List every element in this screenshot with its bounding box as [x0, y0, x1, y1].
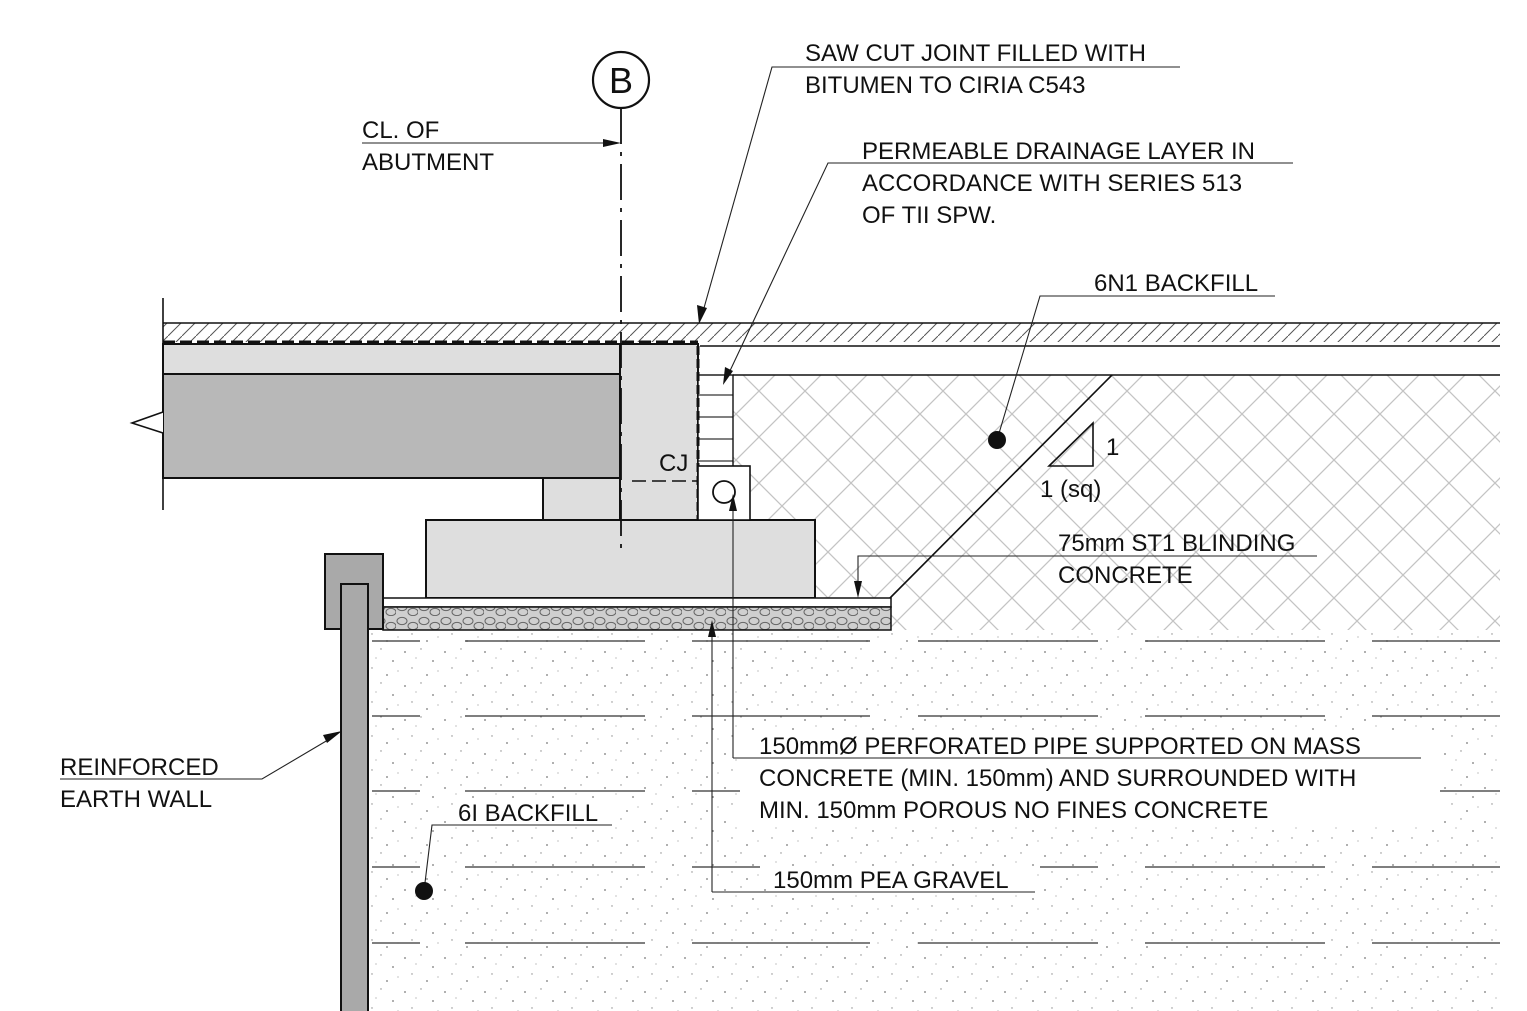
- break-line: [129, 411, 164, 434]
- bridge-deck: [129, 343, 699, 479]
- pea-gravel-label: 150mm PEA GRAVEL: [773, 867, 1009, 894]
- callout-blinding: 75mm ST1 BLINDING CONCRETE: [854, 530, 1317, 598]
- drainage-label-line3: OF TII SPW.: [862, 202, 996, 229]
- backfill-6i-label-mask: [455, 799, 615, 827]
- pipe-label-line1: 150mmØ PERFORATED PIPE SUPPORTED ON MASS: [759, 733, 1361, 760]
- blinding-label-line2: CONCRETE: [1058, 562, 1193, 589]
- drainage-label-line2: ACCORDANCE WITH SERIES 513: [862, 170, 1242, 197]
- drainage-arrow-icon: [723, 367, 733, 385]
- saw-cut-arrow-icon: [697, 305, 707, 324]
- strata-lines: [372, 640, 1500, 944]
- centre-line-arrow-icon: [603, 139, 621, 147]
- ballast-wall: [619, 343, 699, 521]
- drainage-label-line1: PERMEABLE DRAINAGE LAYER IN: [862, 138, 1255, 165]
- re-wall-arrow-icon: [323, 731, 342, 743]
- backfill-6n1-zone: [733, 375, 1500, 630]
- slope-triangle-icon: [1047, 421, 1094, 467]
- grid-bubble-letter: B: [609, 60, 633, 101]
- pea-gravel-arrow-icon: [708, 620, 716, 637]
- pipe-arrow-icon: [729, 494, 737, 511]
- slope-horizontal-label: 1 (sq): [1040, 476, 1101, 503]
- slope-vertical-label: 1: [1106, 434, 1119, 461]
- centre-line: B CL. OF ABUTMENT: [362, 50, 651, 556]
- bearing-plinth: [542, 477, 621, 521]
- backfill-6i-label: 6I BACKFILL: [458, 800, 598, 827]
- blinding-concrete: [382, 597, 892, 608]
- pipe-label-line3: MIN. 150mm POROUS NO FINES CONCRETE: [759, 797, 1268, 824]
- saw-cut-label-line2: BITUMEN TO CIRIA C543: [805, 72, 1086, 99]
- pea-gravel-layer: [382, 606, 892, 631]
- deck-slab: [162, 343, 699, 375]
- excavation-slope: 1 1 (sq): [889, 374, 1119, 599]
- callout-6i-backfill: 6I BACKFILL: [415, 799, 615, 900]
- callout-6n1-backfill: 6N1 BACKFILL: [988, 270, 1275, 449]
- pipe-label-mask: [740, 733, 1440, 825]
- road-surfacing: [162, 298, 1500, 510]
- backfill-6n1-marker: [988, 431, 1006, 449]
- callout-drainage: PERMEABLE DRAINAGE LAYER IN ACCORDANCE W…: [723, 138, 1293, 385]
- construction-joint-label: CJ: [659, 450, 688, 477]
- re-wall-label-line2: EARTH WALL: [60, 786, 212, 813]
- pea-gravel-label-mask: [770, 866, 1036, 894]
- wall-panel: [340, 583, 369, 1011]
- perforated-pipe: [712, 480, 736, 504]
- deck-beam: [162, 373, 621, 479]
- callout-saw-cut: SAW CUT JOINT FILLED WITH BITUMEN TO CIR…: [697, 40, 1180, 324]
- pipe-label-line2: CONCRETE (MIN. 150mm) AND SURROUNDED WIT…: [759, 765, 1356, 792]
- gridline-label-line1: CL. OF: [362, 117, 439, 144]
- surfacing-hatch: [163, 323, 1500, 342]
- foundation-layers: [382, 597, 892, 631]
- blinding-arrow-icon: [854, 581, 862, 598]
- blinding-label-line1: 75mm ST1 BLINDING: [1058, 530, 1295, 557]
- callout-re-wall: REINFORCED EARTH WALL: [60, 731, 342, 813]
- callout-pea-gravel: 150mm PEA GRAVEL: [708, 620, 1036, 894]
- reinforced-earth-wall: [324, 553, 384, 1011]
- callout-perforated-pipe: 150mmØ PERFORATED PIPE SUPPORTED ON MASS…: [729, 494, 1440, 825]
- re-wall-label-line1: REINFORCED: [60, 754, 219, 781]
- backfill-6i-marker: [415, 882, 433, 900]
- backfill-6n1-label: 6N1 BACKFILL: [1094, 270, 1258, 297]
- gridline-label-line2: ABUTMENT: [362, 149, 494, 176]
- saw-cut-label-line1: SAW CUT JOINT FILLED WITH: [805, 40, 1146, 67]
